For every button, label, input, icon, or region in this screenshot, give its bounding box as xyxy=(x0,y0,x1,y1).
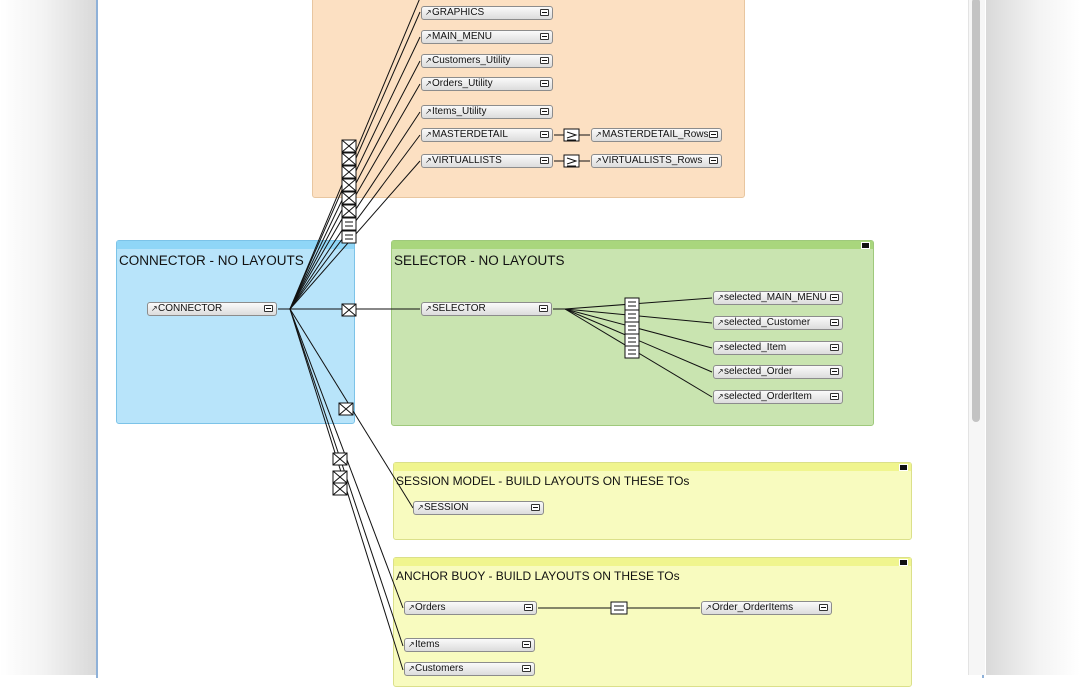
arrow-icon: ↗ xyxy=(425,8,432,17)
collapse-icon[interactable] xyxy=(540,131,549,138)
collapse-icon[interactable] xyxy=(830,319,839,326)
arrow-icon: ↗ xyxy=(717,293,724,302)
table-occurrence-items[interactable]: ↗Items xyxy=(404,638,535,652)
to-label: SESSION xyxy=(424,502,469,513)
to-label: Items xyxy=(415,639,440,650)
table-occurrence-virtuallists-rows[interactable]: ↗VIRTUALLISTS_Rows xyxy=(591,154,722,168)
window-shadow-right xyxy=(986,0,1080,675)
arrow-icon: ↗ xyxy=(408,603,415,612)
to-label: Orders xyxy=(415,602,446,613)
group-header-bar xyxy=(117,241,354,249)
table-occurrence-customers[interactable]: ↗Customers xyxy=(404,662,535,676)
collapse-icon[interactable] xyxy=(264,305,273,312)
table-occurrence-main-menu[interactable]: ↗MAIN_MENU xyxy=(421,30,553,44)
to-label: CONNECTOR xyxy=(158,303,223,314)
table-occurrence-selected-main-menu[interactable]: ↗selected_MAIN_MENU xyxy=(713,291,843,305)
table-occurrence-selected-order[interactable]: ↗selected_Order xyxy=(713,365,843,379)
collapse-icon[interactable] xyxy=(522,665,531,672)
table-occurrence-order-orderitems[interactable]: ↗Order_OrderItems xyxy=(701,601,832,615)
collapse-icon[interactable] xyxy=(539,305,548,312)
arrow-icon: ↗ xyxy=(425,156,432,165)
arrow-icon: ↗ xyxy=(717,392,724,401)
collapse-icon[interactable] xyxy=(861,242,870,249)
collapse-icon[interactable] xyxy=(540,9,549,16)
collapse-icon[interactable] xyxy=(540,157,549,164)
group-title: ANCHOR BUOY - BUILD LAYOUTS ON THESE TOs xyxy=(396,569,680,583)
group-title: SELECTOR - NO LAYOUTS xyxy=(394,253,565,268)
collapse-icon[interactable] xyxy=(709,131,718,138)
scrollbar-thumb[interactable] xyxy=(972,0,980,422)
table-occurrence-orders-utility[interactable]: ↗Orders_Utility xyxy=(421,77,553,91)
table-occurrence-selector[interactable]: ↗SELECTOR xyxy=(421,302,552,316)
to-label: selected_OrderItem xyxy=(724,391,812,402)
arrow-icon: ↗ xyxy=(417,503,424,512)
to-label: VIRTUALLISTS xyxy=(432,155,502,166)
table-occurrence-masterdetail-rows[interactable]: ↗MASTERDETAIL_Rows xyxy=(591,128,722,142)
to-label: MASTERDETAIL xyxy=(432,129,508,140)
arrow-icon: ↗ xyxy=(717,343,724,352)
arrow-icon: ↗ xyxy=(717,367,724,376)
arrow-icon: ↗ xyxy=(425,107,432,116)
to-label: Customers xyxy=(415,663,464,674)
arrow-icon: ↗ xyxy=(595,156,602,165)
collapse-icon[interactable] xyxy=(540,108,549,115)
window-shadow-left xyxy=(0,0,96,675)
arrow-icon: ↗ xyxy=(408,664,415,673)
to-label: Orders_Utility xyxy=(432,78,493,89)
collapse-icon[interactable] xyxy=(899,464,908,471)
arrow-icon: ↗ xyxy=(408,640,415,649)
arrow-icon: ↗ xyxy=(425,79,432,88)
collapse-icon[interactable] xyxy=(830,368,839,375)
group-header-bar xyxy=(394,463,911,471)
arrow-icon: ↗ xyxy=(425,32,432,41)
group-header-bar xyxy=(392,241,873,249)
to-label: Customers_Utility xyxy=(432,55,511,66)
table-occurrence-graphics[interactable]: ↗GRAPHICS xyxy=(421,6,553,20)
table-occurrence-orders[interactable]: ↗Orders xyxy=(404,601,537,615)
collapse-icon[interactable] xyxy=(899,559,908,566)
collapse-icon[interactable] xyxy=(830,393,839,400)
to-label: MAIN_MENU xyxy=(432,31,493,42)
collapse-icon[interactable] xyxy=(522,641,531,648)
table-occurrence-session[interactable]: ↗SESSION xyxy=(413,501,544,515)
to-label: Items_Utility xyxy=(432,106,487,117)
to-label: VIRTUALLISTS_Rows xyxy=(602,155,703,166)
table-occurrence-selected-customer[interactable]: ↗selected_Customer xyxy=(713,316,843,330)
to-label: selected_Item xyxy=(724,342,787,353)
arrow-icon: ↗ xyxy=(425,56,432,65)
collapse-icon[interactable] xyxy=(830,294,839,301)
arrow-icon: ↗ xyxy=(151,304,158,313)
to-label: GRAPHICS xyxy=(432,7,485,18)
table-occurrence-virtuallists[interactable]: ↗VIRTUALLISTS xyxy=(421,154,553,168)
to-label: MASTERDETAIL_Rows xyxy=(602,129,709,140)
to-label: selected_Order xyxy=(724,366,793,377)
to-label: selected_Customer xyxy=(724,317,811,328)
collapse-icon[interactable] xyxy=(819,604,828,611)
group-header-bar xyxy=(394,558,911,566)
table-occurrence-connector[interactable]: ↗CONNECTOR xyxy=(147,302,277,316)
collapse-icon[interactable] xyxy=(540,80,549,87)
table-occurrence-customers-utility[interactable]: ↗Customers_Utility xyxy=(421,54,553,68)
arrow-icon: ↗ xyxy=(425,304,432,313)
arrow-icon: ↗ xyxy=(425,130,432,139)
collapse-icon[interactable] xyxy=(540,57,549,64)
table-occurrence-items-utility[interactable]: ↗Items_Utility xyxy=(421,105,553,119)
collapse-icon[interactable] xyxy=(540,33,549,40)
table-occurrence-selected-orderitem[interactable]: ↗selected_OrderItem xyxy=(713,390,843,404)
collapse-icon[interactable] xyxy=(830,344,839,351)
table-occurrence-masterdetail[interactable]: ↗MASTERDETAIL xyxy=(421,128,553,142)
collapse-icon[interactable] xyxy=(531,504,540,511)
collapse-icon[interactable] xyxy=(524,604,533,611)
group-title: CONNECTOR - NO LAYOUTS xyxy=(119,253,304,268)
table-occurrence-selected-item[interactable]: ↗selected_Item xyxy=(713,341,843,355)
group-title: SESSION MODEL - BUILD LAYOUTS ON THESE T… xyxy=(396,474,690,488)
arrow-icon: ↗ xyxy=(595,130,602,139)
to-label: SELECTOR xyxy=(432,303,486,314)
to-label: selected_MAIN_MENU xyxy=(724,292,827,303)
collapse-icon[interactable] xyxy=(709,157,718,164)
arrow-icon: ↗ xyxy=(717,318,724,327)
arrow-icon: ↗ xyxy=(705,603,712,612)
to-label: Order_OrderItems xyxy=(712,602,794,613)
